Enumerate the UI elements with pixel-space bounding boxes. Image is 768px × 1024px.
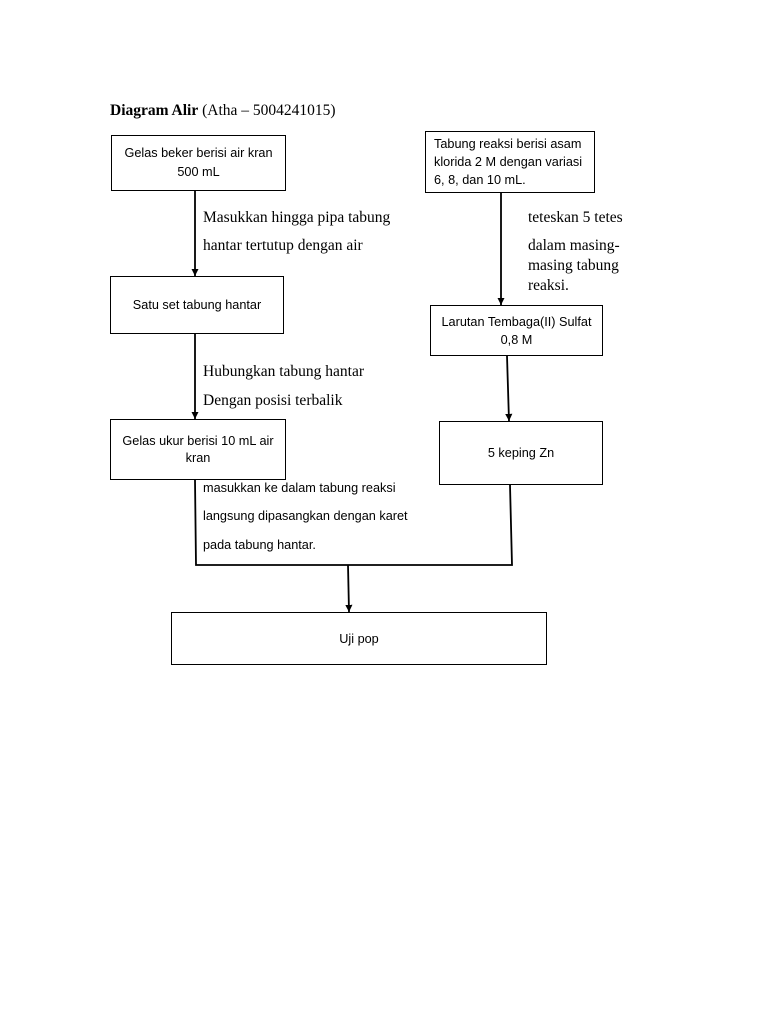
arrow-larutan-to-keping-zn xyxy=(505,355,513,422)
edge-label-teteskan-line: masing tabung xyxy=(528,257,619,274)
node-text-line: kran xyxy=(185,450,211,465)
node-gelas-beker: Gelas beker berisi air kran 500 mL xyxy=(111,135,286,191)
edge-label-hubungkan-line: Hubungkan tabung hantar xyxy=(203,363,364,380)
edge-label-masukkan-reaksi-line: pada tabung hantar. xyxy=(203,538,316,552)
node-text-line: Tabung reaksi berisi asam xyxy=(434,137,582,151)
node-tabung-reaksi: Tabung reaksi berisi asam klorida 2 M de… xyxy=(425,131,595,193)
node-satu-set-tabung-hantar: Satu set tabung hantar xyxy=(110,276,284,334)
title-author: (Atha – 5004241015) xyxy=(202,102,336,119)
title-bold: Diagram Alir xyxy=(110,102,199,119)
edge-label-masukkan-air-line: hantar tertutup dengan air xyxy=(203,237,363,254)
edge-label-teteskan-line: reaksi. xyxy=(528,277,569,294)
node-text-line: Uji pop xyxy=(339,631,379,646)
node-text-line: 6, 8, dan 10 mL. xyxy=(434,173,526,187)
node-keping-zn: 5 keping Zn xyxy=(439,421,603,485)
node-text-line: 5 keping Zn xyxy=(487,446,555,460)
node-gelas-ukur: Gelas ukur berisi 10 mL air kran xyxy=(110,419,286,480)
node-text-line: klorida 2 M dengan variasi xyxy=(434,155,583,169)
node-uji-pop: Uji pop xyxy=(171,612,547,665)
document-title: Diagram Alir (Atha – 5004241015) xyxy=(110,101,336,121)
node-larutan-tembaga-sulfat: Larutan Tembaga(II) Sulfat 0,8 M xyxy=(430,305,603,356)
edge-label-masukkan-reaksi-line: langsung dipasangkan dengan karet xyxy=(203,509,408,523)
node-text-line: Gelas beker berisi air kran xyxy=(124,146,273,160)
edge-label-teteskan-line: dalam masing- xyxy=(528,237,620,254)
edge-label-teteskan-line: teteskan 5 tetes xyxy=(528,209,623,226)
node-text-line: Gelas ukur berisi 10 mL air xyxy=(122,433,274,448)
edge-label-masukkan-air-line: Masukkan hingga pipa tabung xyxy=(203,209,391,226)
node-text-line: Larutan Tembaga(II) Sulfat xyxy=(441,314,592,329)
node-text-line: 0,8 M xyxy=(500,332,533,347)
arrow-merge-to-uji-pop xyxy=(345,564,353,613)
edge-label-masukkan-reaksi-line: masukkan ke dalam tabung reaksi xyxy=(203,481,396,495)
node-text-line: 500 mL xyxy=(177,165,220,179)
edge-label-hubungkan-line: Dengan posisi terbalik xyxy=(203,392,343,409)
node-text-line: Satu set tabung hantar xyxy=(132,298,262,312)
